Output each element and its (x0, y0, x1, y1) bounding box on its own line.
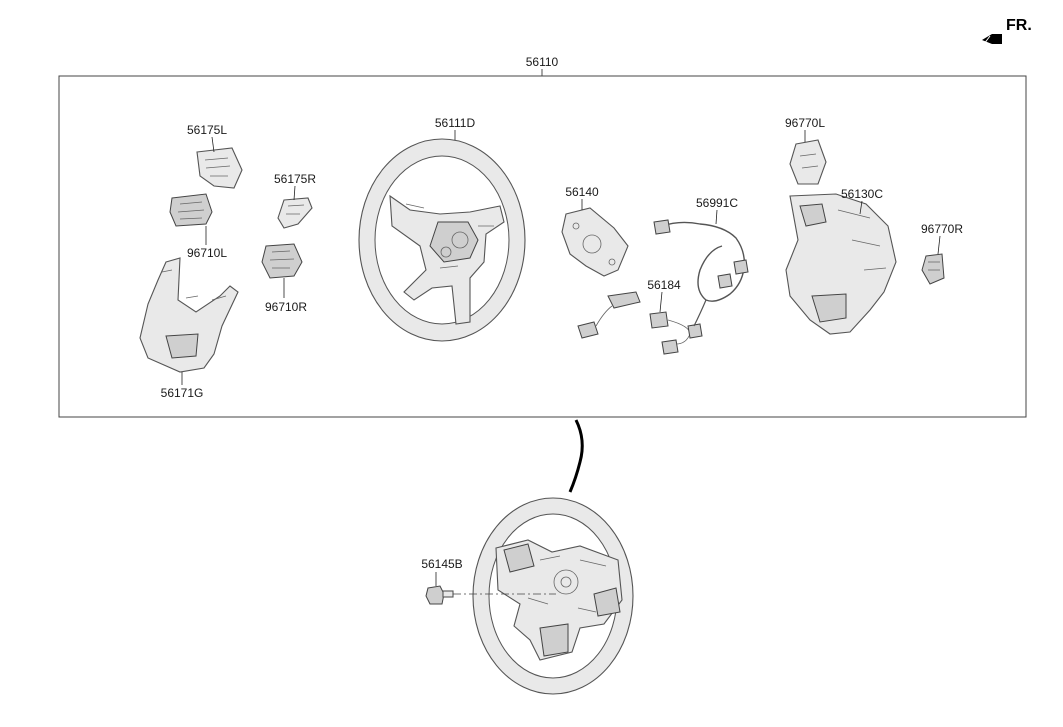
label-56130C: 56130C (841, 187, 883, 201)
front-arrow-icon (982, 34, 1002, 44)
part-96710R[interactable]: 96710R (261, 243, 307, 314)
part-56140[interactable]: 56140 (561, 185, 629, 277)
part-96770L[interactable]: 96770L (785, 116, 827, 185)
label-56140: 56140 (565, 185, 599, 199)
part-56145B[interactable]: 56145B (421, 557, 556, 605)
label-96710L: 96710L (187, 246, 227, 260)
assembly-label: 56110 (526, 55, 559, 69)
label-56145B: 56145B (421, 557, 462, 571)
label-96770L: 96770L (785, 116, 825, 130)
label-96770R: 96770R (921, 222, 963, 236)
label-56175L: 56175L (187, 123, 227, 137)
front-direction-indicator: FR. (982, 17, 1032, 45)
part-56991C[interactable]: 56991C (653, 196, 749, 339)
label-56111D: 56111D (435, 116, 476, 130)
part-56175R[interactable]: 56175R (274, 172, 316, 229)
assembled-steering-wheel[interactable] (472, 497, 634, 695)
label-56171G: 56171G (161, 386, 204, 400)
assembly-pointer (568, 419, 584, 493)
front-label: FR. (1006, 17, 1032, 34)
part-56111D[interactable]: 56111D (358, 116, 526, 342)
part-56171G[interactable]: 56171G (139, 257, 239, 400)
label-56175R: 56175R (274, 172, 316, 186)
part-56130C[interactable]: 56130C (785, 187, 897, 335)
part-56175L[interactable]: 56175L (187, 123, 243, 189)
label-56991C: 56991C (696, 196, 738, 210)
label-56184: 56184 (647, 278, 681, 292)
label-96710R: 96710R (265, 300, 307, 314)
part-96770R[interactable]: 96770R (921, 222, 963, 285)
assembly-frame (58, 75, 1027, 418)
part-96710L[interactable]: 96710L (169, 193, 227, 260)
part-56184[interactable]: 56184 (577, 278, 701, 355)
